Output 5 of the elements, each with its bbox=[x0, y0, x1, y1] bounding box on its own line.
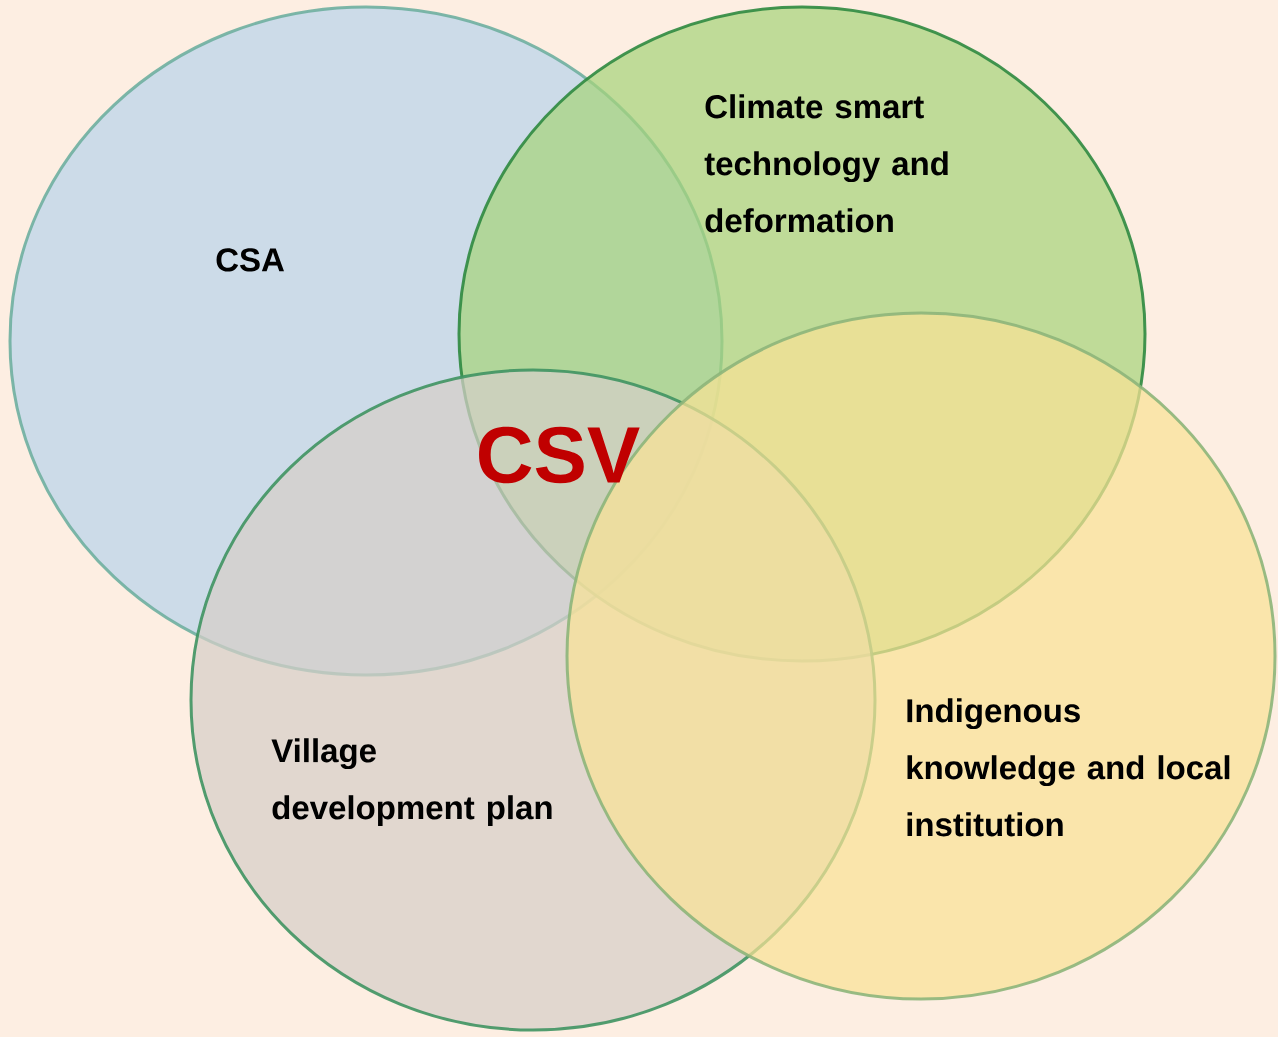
circle-label: Indigenous knowledge and local institution bbox=[907, 698, 1230, 837]
center-label: CSV bbox=[479, 426, 640, 484]
circle-label: CSA bbox=[216, 248, 284, 272]
circle-label: Village development plan bbox=[271, 738, 552, 826]
circle-label: Climate smart technology and deformation bbox=[704, 94, 948, 233]
